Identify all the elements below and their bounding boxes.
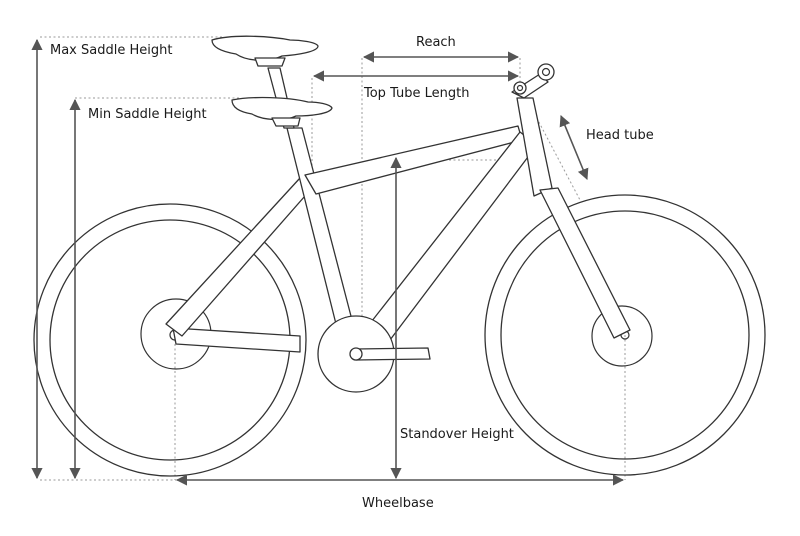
- seatstay: [165, 177, 313, 337]
- chainstay: [172, 327, 301, 353]
- seat-tube: [286, 127, 353, 325]
- saddle-max: [211, 35, 319, 67]
- saddle-min: [231, 96, 333, 127]
- label-head-tube: Head tube: [586, 128, 654, 143]
- label-max-saddle-height: Max Saddle Height: [50, 43, 172, 58]
- fork: [539, 187, 631, 339]
- label-min-saddle-height: Min Saddle Height: [88, 107, 207, 122]
- label-top-tube-length: Top Tube Length: [363, 86, 470, 101]
- front-wheel: [484, 194, 766, 476]
- head-tube-arrow: [559, 114, 589, 181]
- bike-frame: [165, 63, 631, 393]
- head-tube: [516, 97, 553, 197]
- label-reach: Reach: [416, 35, 456, 50]
- label-wheelbase: Wheelbase: [362, 496, 434, 511]
- label-standover-height: Standover Height: [400, 427, 514, 442]
- crank-arm: [355, 347, 431, 361]
- handlebar: [537, 63, 555, 81]
- dimension-arrows: [31, 38, 625, 486]
- labels: Max Saddle Height Min Saddle Height Reac…: [50, 35, 654, 511]
